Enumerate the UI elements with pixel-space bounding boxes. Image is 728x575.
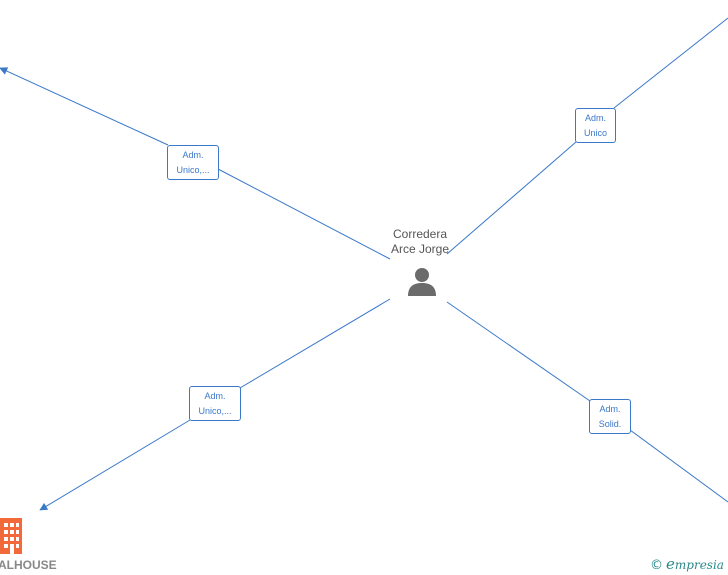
edge-upper-right-b xyxy=(613,17,728,109)
copyright-icon: © xyxy=(650,558,663,573)
role-box-upper-right[interactable]: Adm. Unico xyxy=(575,108,616,143)
building-icon[interactable] xyxy=(0,518,24,554)
role-label-line2: Solid. xyxy=(598,419,622,429)
edge-upper-left-a xyxy=(217,168,391,260)
role-label-line1: Adm. xyxy=(182,150,204,160)
person-name-line1: Corredera xyxy=(392,227,448,241)
brand-initial: e xyxy=(666,555,675,573)
edge-upper-left-b xyxy=(0,67,169,146)
brand-name: mpresia xyxy=(674,558,724,572)
role-box-lower-left[interactable]: Adm. Unico,... xyxy=(189,386,241,421)
role-label-line1: Adm. xyxy=(599,404,621,414)
role-label-line2: Unico,... xyxy=(176,165,210,175)
role-label-line1: Adm. xyxy=(204,391,226,401)
role-label-line2: Unico xyxy=(583,128,607,138)
edge-upper-right-a xyxy=(446,141,577,255)
role-label-line2: Unico,... xyxy=(198,406,232,416)
role-label-line1: Adm. xyxy=(584,113,606,123)
edge-lower-right-a xyxy=(446,301,591,402)
company-label[interactable]: ALHOUSE xyxy=(0,558,57,572)
edge-lower-left-a xyxy=(239,298,391,389)
edge-lower-right-b xyxy=(629,429,728,503)
person-name[interactable]: Corredera Arce Jorge xyxy=(370,227,470,257)
person-icon[interactable] xyxy=(406,266,438,296)
edge-lower-left-b xyxy=(39,419,191,511)
brand-logo: ©empresia xyxy=(650,555,724,573)
role-box-lower-right[interactable]: Adm. Solid. xyxy=(589,399,631,434)
person-name-line2: Arce Jorge xyxy=(390,242,450,256)
role-box-upper-left[interactable]: Adm. Unico,... xyxy=(167,145,219,180)
